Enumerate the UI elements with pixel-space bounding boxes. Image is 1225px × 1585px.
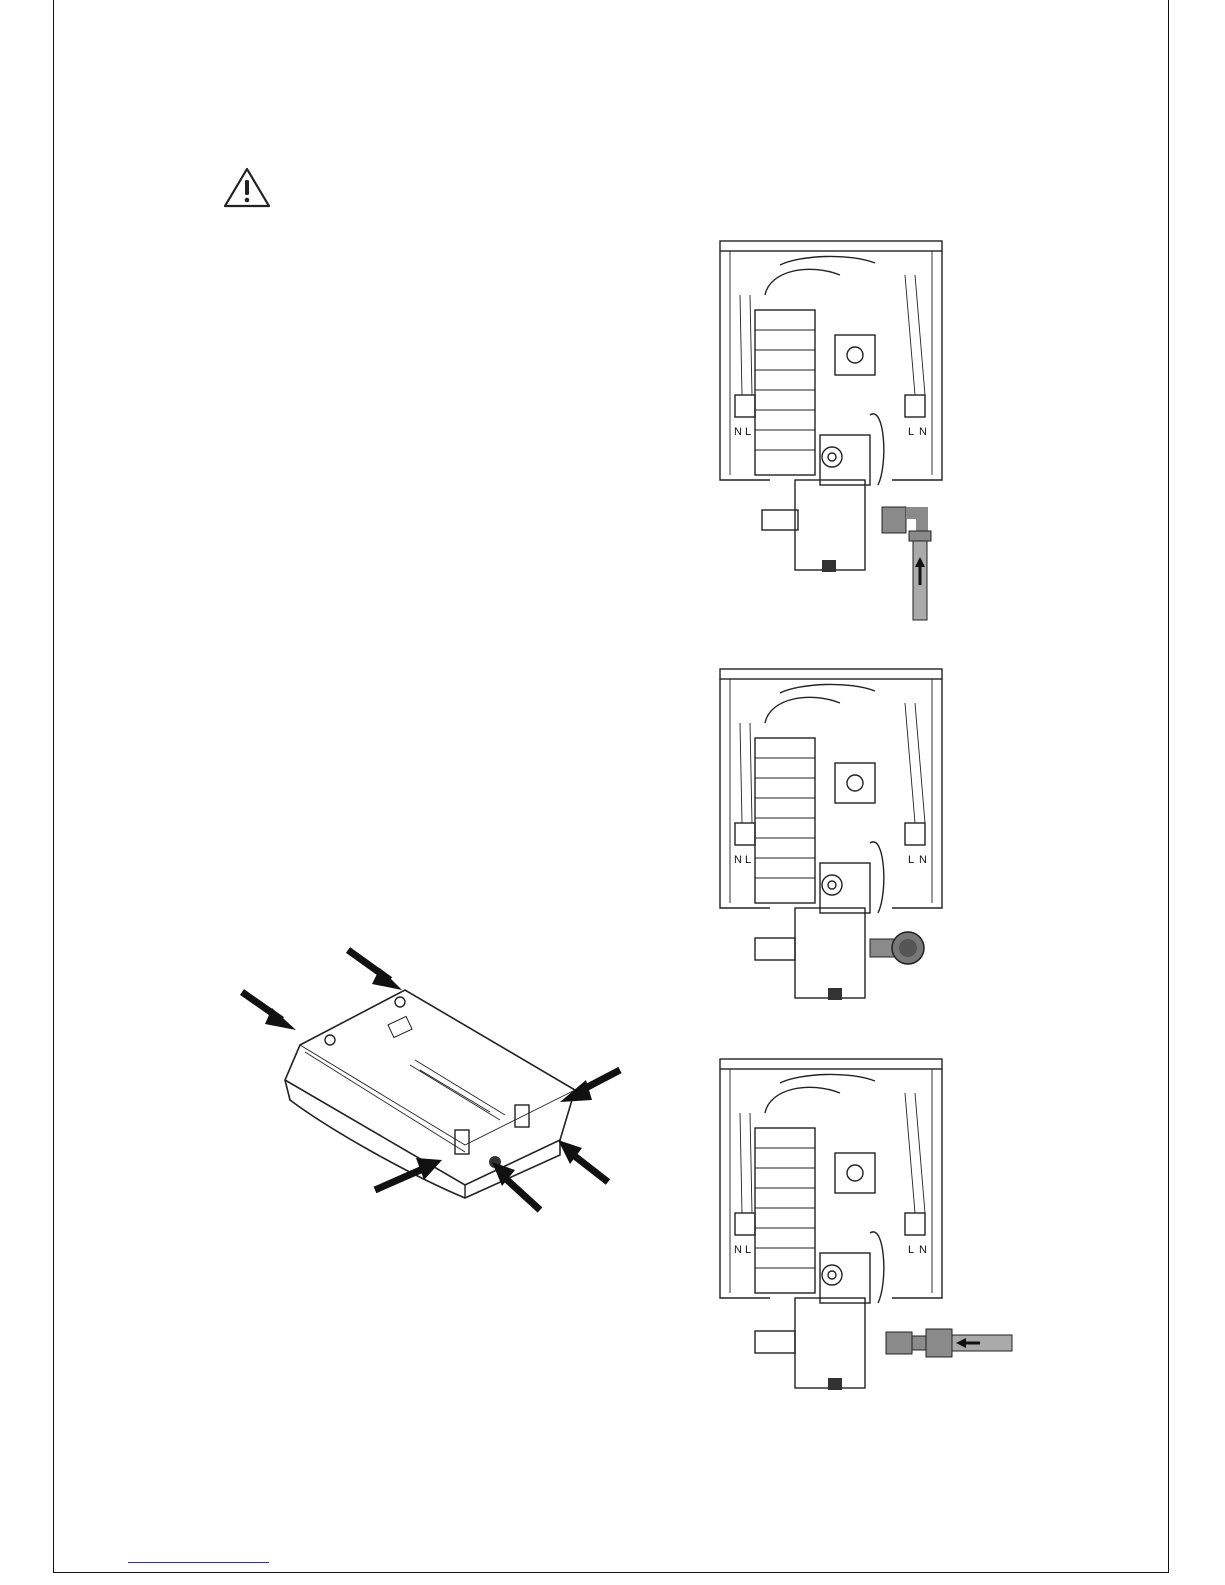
footer-link-underline[interactable] <box>128 1562 269 1563</box>
terminal-label: L <box>745 426 751 438</box>
heater-diagram-end-cap: N L L N <box>710 663 955 1008</box>
terminal-label: L <box>745 854 751 866</box>
terminal-label: L <box>908 426 914 438</box>
page-border-bottom <box>53 1572 1169 1573</box>
heater-diagram-inlet-below: N L L N <box>710 235 955 630</box>
terminal-label: N <box>734 1244 742 1256</box>
arrow-icon <box>348 950 402 990</box>
terminal-label: L <box>908 1244 914 1256</box>
page-border-right <box>1168 0 1169 1573</box>
housing-isometric-diagram <box>230 940 640 1220</box>
arrow-icon <box>558 1140 608 1182</box>
terminal-label: N <box>734 854 742 866</box>
terminal-label: N <box>919 1244 927 1256</box>
warning-triangle-icon <box>222 166 272 210</box>
page-border-left <box>53 0 54 1573</box>
terminal-label: L <box>745 1244 751 1256</box>
terminal-label: N <box>734 426 742 438</box>
arrow-icon <box>492 1162 540 1210</box>
terminal-label: N <box>919 854 927 866</box>
terminal-label: N <box>919 426 927 438</box>
terminal-label: L <box>908 854 914 866</box>
arrow-icon <box>242 992 296 1030</box>
heater-diagram-inlet-side: N L L N <box>710 1053 1020 1393</box>
arrow-icon <box>375 1158 442 1190</box>
